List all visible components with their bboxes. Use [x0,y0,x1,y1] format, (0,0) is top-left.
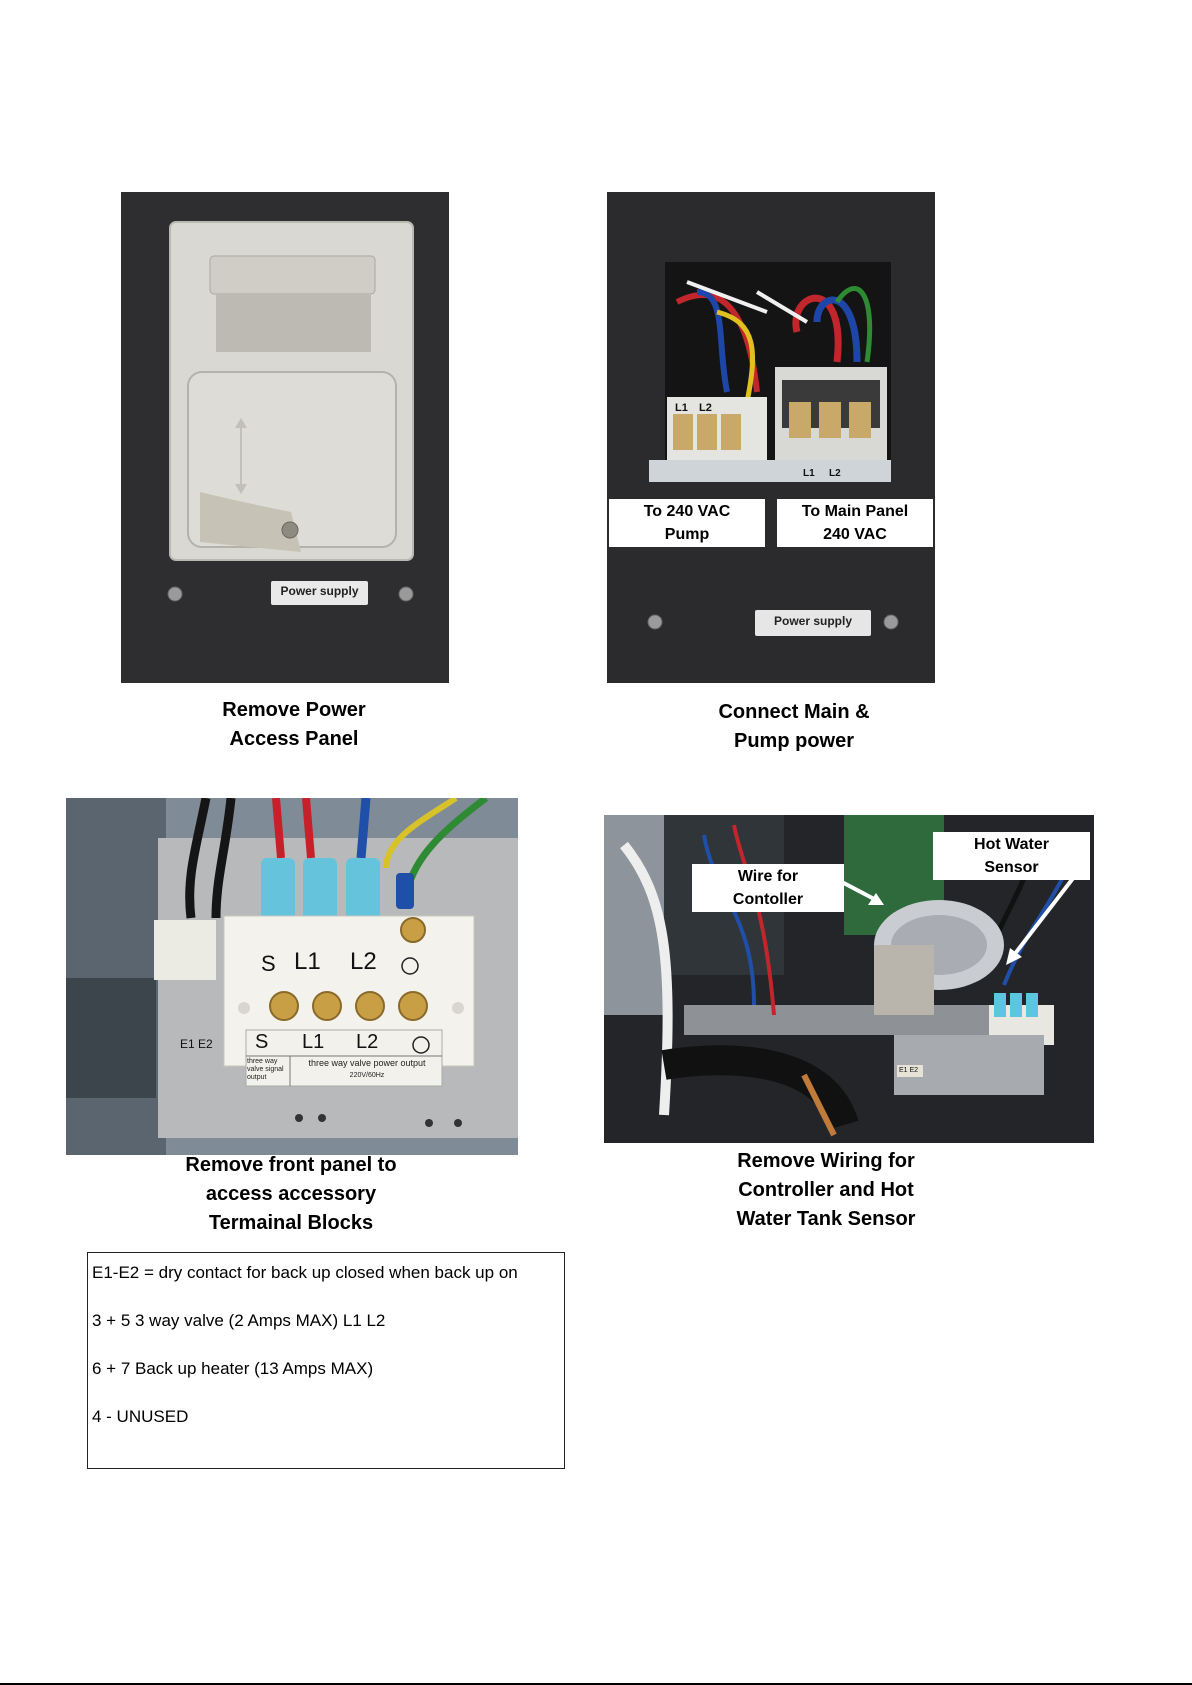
caption-remove-wiring: Remove Wiring for Controller and Hot Wat… [736,1150,916,1230]
callout-hot-water-sensor: Hot Water Sensor [933,832,1090,880]
right-terminal-l1: L1 [803,468,815,479]
caption-remove-power-access-panel: Remove Power Access Panel [222,699,366,750]
caption-remove-front-panel: Remove front panel to access accessory T… [185,1154,397,1234]
callout-to-main-panel-240vac: To Main Panel 240 VAC [777,499,933,547]
note-line: 6 + 7 Back up heater (13 Amps MAX) [92,1359,374,1378]
sub-label-signal-output: three way valve signal output [247,1058,284,1081]
label-l1: L1 [302,1031,325,1053]
sub-label-power-output: three way valve power output [308,1058,426,1068]
note-line: E1-E2 = dry contact for back up closed w… [92,1263,518,1282]
label-s: S [255,1031,269,1053]
power-supply-plate [755,610,871,636]
left-terminal-l2: L2 [699,402,712,414]
note-line: 3 + 5 3 way valve (2 Amps MAX) L1 L2 [92,1311,386,1330]
photo-accessory-terminal-blocks: S L1 L2 S L1 L2 three way valve signal o… [66,798,518,1155]
note-line: 4 - UNUSED [92,1407,189,1426]
page-bottom-rule [0,1683,1192,1685]
callout-wire-for-controller: Wire for Contoller [692,864,844,912]
power-supply-plate-text: Power supply [773,614,853,628]
terminal-s: S [261,951,276,976]
callout-to-240vac-pump: To 240 VAC Pump [609,499,765,547]
rating-label: 220V/60Hz [349,1072,385,1079]
photo-power-access-panel: Power supply [121,192,449,683]
terminal-l1: L1 [294,948,321,975]
caption-connect-main-pump-power: Connect Main & Pump power [718,701,870,752]
power-supply-plate-text: Power supply [280,584,359,598]
side-label-e1-e2: E1 E2 [899,1067,919,1074]
photo-connect-main-pump-power: L1 L2 L1 L2 Power supply [607,192,935,683]
left-terminal-l1: L1 [675,402,688,414]
terminal-l2: L2 [350,948,377,975]
terminal-notes-box: E1-E2 = dry contact for back up closed w… [87,1252,565,1469]
label-l2: L2 [356,1031,379,1053]
right-terminal-l2: L2 [829,468,841,479]
side-label-e1-e2: E1 E2 [180,1037,213,1051]
power-supply-plate [271,581,368,605]
